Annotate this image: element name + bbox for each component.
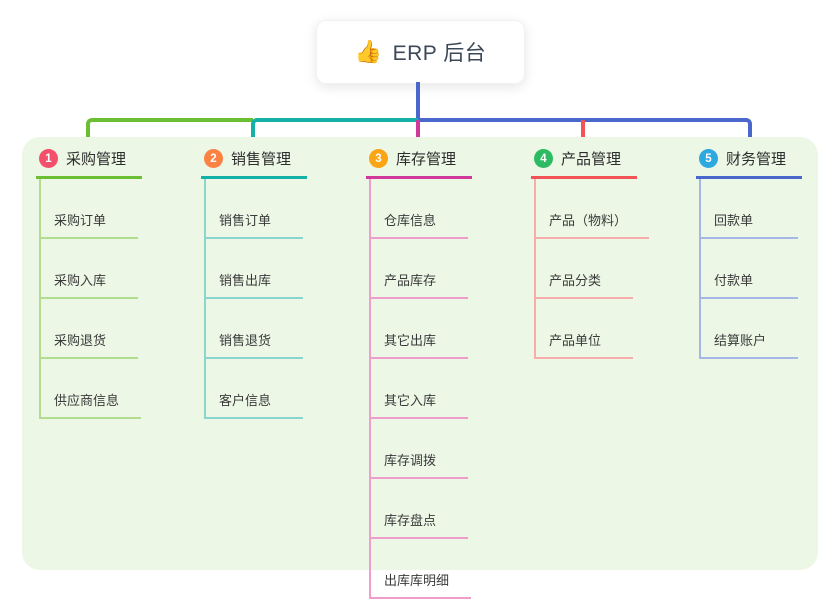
child-node[interactable]: 产品（物料） — [536, 179, 650, 239]
child-node[interactable]: 付款单 — [701, 239, 798, 299]
child-node[interactable]: 客户信息 — [206, 359, 303, 419]
root-node[interactable]: 👍 ERP 后台 — [316, 20, 525, 84]
branch-column-5: 5 财务管理 回款单付款单结算账户 — [696, 148, 839, 359]
thumbs-up-icon: 👍 — [354, 39, 383, 64]
branch-number-badge: 5 — [699, 149, 718, 168]
branch-node[interactable]: 3 库存管理 — [366, 148, 472, 179]
branch-column-3: 3 库存管理 仓库信息产品库存其它出库其它入库库存调拨库存盘点出库库明细 — [366, 148, 516, 599]
child-node[interactable]: 产品单位 — [536, 299, 633, 359]
child-node[interactable]: 销售退货 — [206, 299, 303, 359]
branch-label: 产品管理 — [561, 151, 622, 168]
branch-node[interactable]: 5 财务管理 — [696, 148, 802, 179]
branch-number-badge: 4 — [534, 149, 553, 168]
child-node[interactable]: 供应商信息 — [41, 359, 142, 419]
branch-node[interactable]: 2 销售管理 — [201, 148, 307, 179]
child-node[interactable]: 仓库信息 — [371, 179, 468, 239]
branch-children: 销售订单销售出库销售退货客户信息 — [204, 179, 351, 419]
branch-column-2: 2 销售管理 销售订单销售出库销售退货客户信息 — [201, 148, 351, 419]
child-node[interactable]: 采购订单 — [41, 179, 138, 239]
root-node-label: ERP 后台 — [392, 42, 487, 65]
branch-column-4: 4 产品管理 产品（物料）产品分类产品单位 — [531, 148, 681, 359]
branch-label: 库存管理 — [396, 151, 457, 168]
child-node[interactable]: 其它出库 — [371, 299, 468, 359]
child-node[interactable]: 采购退货 — [41, 299, 138, 359]
branch-node[interactable]: 4 产品管理 — [531, 148, 637, 179]
branch-number-badge: 2 — [204, 149, 223, 168]
child-node[interactable]: 库存盘点 — [371, 479, 468, 539]
connector-branch2-elbow — [251, 118, 418, 148]
connector-root-stem — [416, 82, 420, 122]
child-node[interactable]: 产品分类 — [536, 239, 633, 299]
connector-branch4-drop — [581, 120, 585, 148]
child-node[interactable]: 产品库存 — [371, 239, 468, 299]
branch-children: 回款单付款单结算账户 — [699, 179, 839, 359]
branch-label: 财务管理 — [726, 151, 787, 168]
connector-branch3-drop — [416, 120, 420, 152]
child-node[interactable]: 库存调拨 — [371, 419, 468, 479]
connector-branch1-elbow — [86, 118, 253, 152]
branch-children: 采购订单采购入库采购退货供应商信息 — [39, 179, 186, 419]
branch-node[interactable]: 1 采购管理 — [36, 148, 142, 179]
child-node[interactable]: 结算账户 — [701, 299, 798, 359]
child-node[interactable]: 销售订单 — [206, 179, 303, 239]
branch-label: 采购管理 — [66, 151, 127, 168]
mindmap-panel: 1 采购管理 采购订单采购入库采购退货供应商信息 2 销售管理 销售订单销售出库… — [22, 137, 818, 599]
child-node[interactable]: 采购入库 — [41, 239, 138, 299]
branch-column-1: 1 采购管理 采购订单采购入库采购退货供应商信息 — [36, 148, 186, 419]
child-node[interactable]: 回款单 — [701, 179, 798, 239]
branch-number-badge: 1 — [39, 149, 58, 168]
child-node[interactable]: 销售出库 — [206, 239, 303, 299]
branch-label: 销售管理 — [231, 151, 292, 168]
branch-children: 仓库信息产品库存其它出库其它入库库存调拨库存盘点出库库明细 — [369, 179, 516, 599]
child-node[interactable]: 其它入库 — [371, 359, 468, 419]
child-node[interactable]: 出库库明细 — [371, 539, 472, 599]
branch-number-badge: 3 — [369, 149, 388, 168]
branch-children: 产品（物料）产品分类产品单位 — [534, 179, 681, 359]
